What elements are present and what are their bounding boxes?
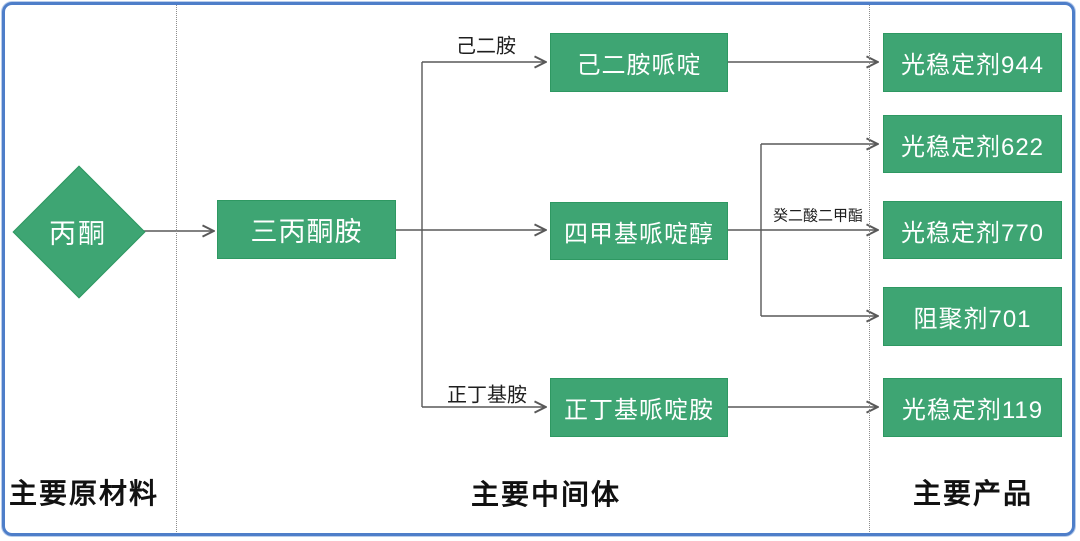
column-label-raw-materials: 主要原材料	[8, 478, 160, 509]
node-polymerization-inhibitor-701: 阻聚剂701	[883, 287, 1062, 346]
node-tetramethyl-piperidinol: 四甲基哌啶醇	[550, 202, 728, 260]
node-light-stabilizer-944: 光稳定剂944	[883, 33, 1062, 92]
edge-label-hexanediamine: 己二胺	[456, 35, 516, 58]
node-hexanediamine-piperidine: 己二胺哌啶	[550, 33, 728, 92]
node-acetone-label: 丙酮	[49, 218, 107, 249]
separator-raw-materials	[176, 5, 177, 536]
column-label-intermediates: 主要中间体	[470, 479, 622, 510]
edge-label-dimethyl-sebacate: 癸二酸二甲酯	[772, 207, 864, 225]
node-triacetonamine: 三丙酮胺	[217, 200, 396, 259]
node-acetone: 丙酮	[12, 165, 146, 299]
node-light-stabilizer-119: 光稳定剂119	[883, 378, 1062, 437]
node-light-stabilizer-622: 光稳定剂622	[883, 115, 1062, 173]
node-n-butyl-piperidinamine: 正丁基哌啶胺	[550, 378, 728, 437]
node-light-stabilizer-770: 光稳定剂770	[883, 201, 1062, 259]
column-label-products: 主要产品	[912, 478, 1034, 509]
separator-products	[869, 5, 870, 536]
edge-label-n-butylamine: 正丁基胺	[447, 384, 527, 407]
